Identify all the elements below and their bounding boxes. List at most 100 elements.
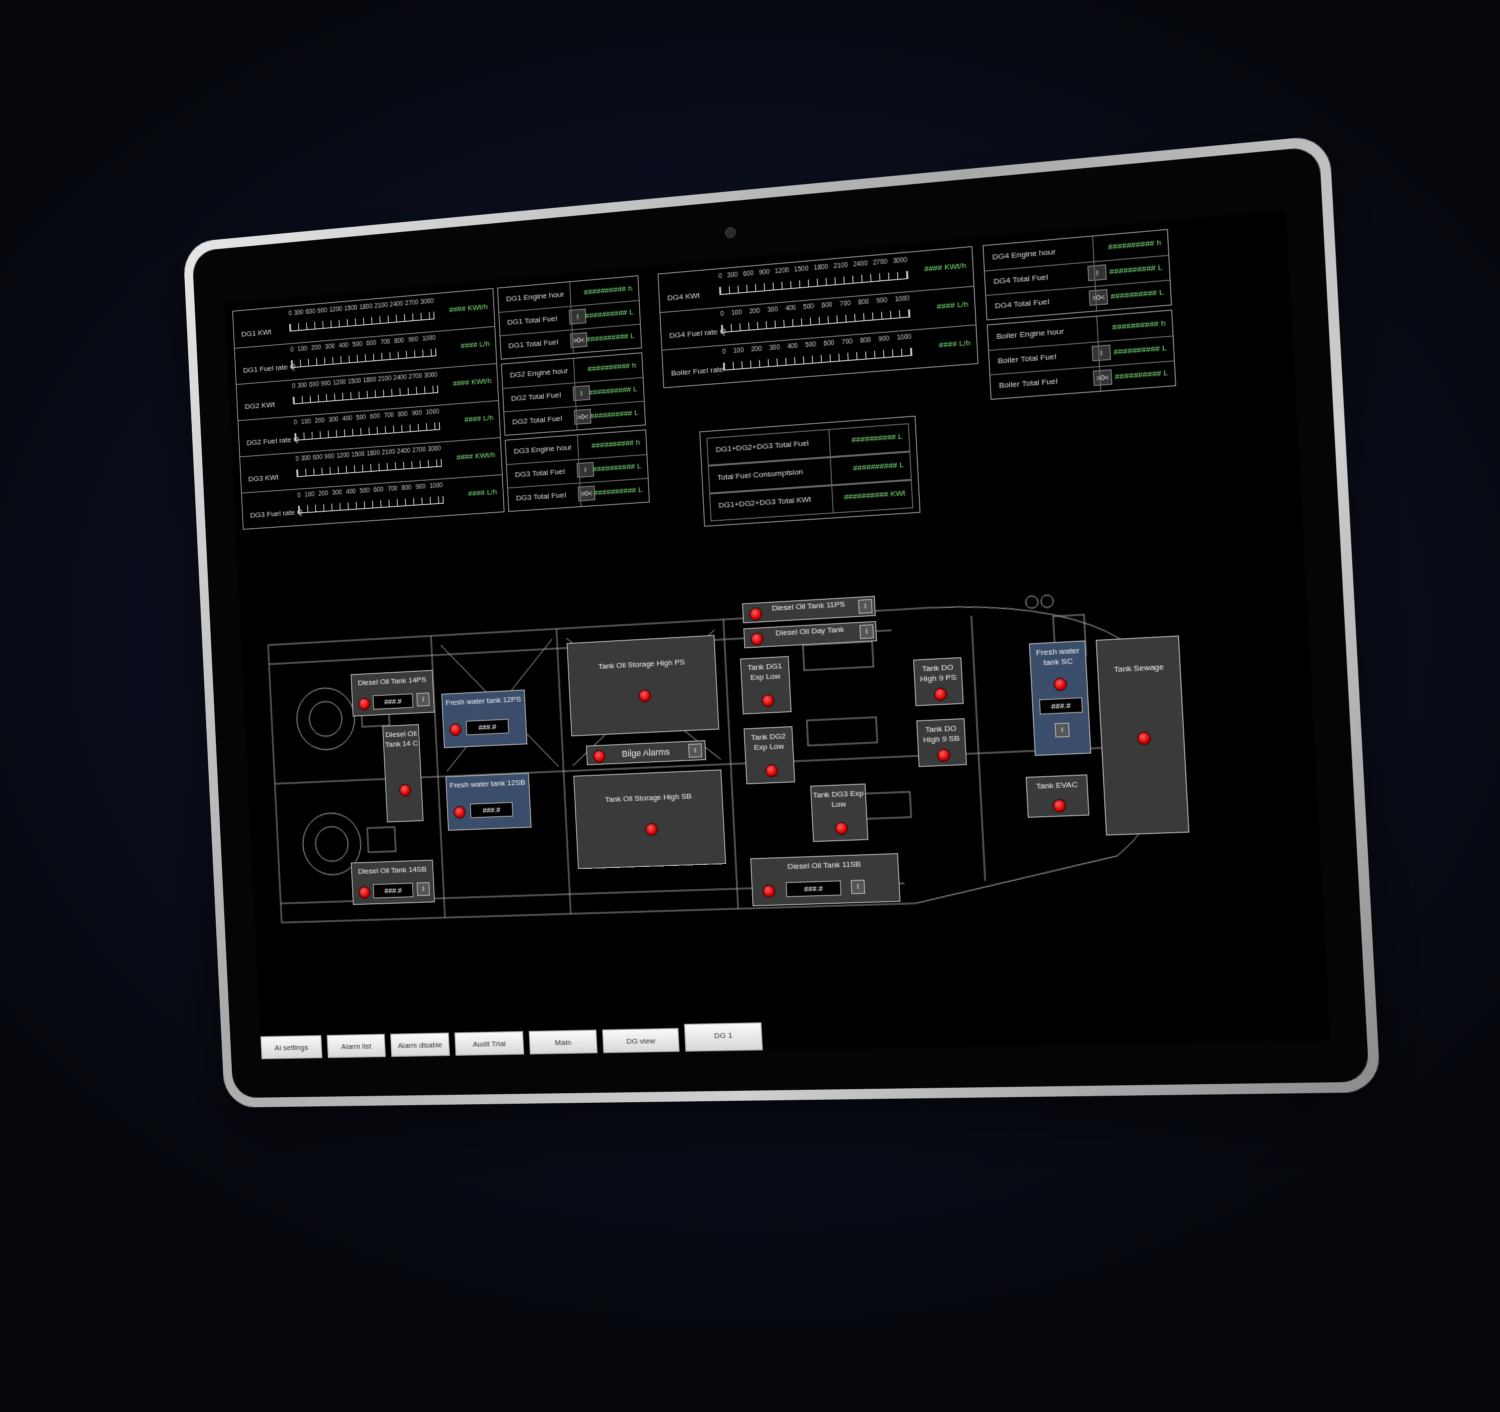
gauge-tick-label: 1000 bbox=[422, 335, 436, 343]
total-value: ########## KWt bbox=[831, 481, 912, 512]
info-button[interactable]: i bbox=[416, 692, 430, 706]
summary-label: DG1 Total Fuel bbox=[508, 337, 558, 350]
gauge-tick-label: 300 bbox=[727, 272, 738, 280]
gauge-tick-label: 800 bbox=[398, 411, 408, 419]
gauge-label: DG1 KWt bbox=[241, 328, 271, 339]
gauge-reading: #### L/h bbox=[468, 487, 497, 498]
gauge-tick-label: 700 bbox=[384, 412, 394, 420]
tank-fresh-12ps[interactable]: Fresh water tank 12PS ###.# bbox=[441, 690, 527, 749]
alarm-indicator bbox=[934, 687, 948, 701]
gauge-reading: #### L/h bbox=[464, 413, 493, 424]
gauge-tick-label: 700 bbox=[842, 338, 853, 346]
gauge-tick-label: 0 bbox=[292, 383, 296, 390]
summary-value: ########## L bbox=[1095, 280, 1171, 311]
gauge-tick-label: 600 bbox=[305, 308, 315, 316]
gauge-tick-label: 900 bbox=[324, 453, 334, 460]
gauge-tick-label: 900 bbox=[317, 307, 327, 315]
gauge-tick-label: 3000 bbox=[893, 257, 908, 265]
gauge-tick-label: 1500 bbox=[348, 378, 361, 386]
alarm-indicator bbox=[1053, 677, 1067, 691]
summary-label: Boiler Engine hour bbox=[996, 327, 1064, 342]
gauge-label: Boiler Fuel rate bbox=[671, 365, 724, 378]
gauge-tick-label: 1200 bbox=[333, 379, 346, 387]
gauge-bar bbox=[294, 422, 440, 441]
tank-diesel-14sb[interactable]: Diesel Oil Tank 14SB ###.# i bbox=[351, 860, 435, 905]
dg2-summary-table: DG2 Engine hour########## hDG2 Total Fue… bbox=[501, 352, 646, 436]
gauge-tick-label: 400 bbox=[342, 415, 352, 422]
info-button[interactable]: i bbox=[688, 743, 702, 758]
info-button[interactable]: i bbox=[417, 882, 431, 896]
gauge-tick-label: 3000 bbox=[428, 445, 442, 453]
gauge-tick-label: 2100 bbox=[378, 375, 392, 383]
gauge-tick-label: 200 bbox=[315, 417, 325, 424]
gauge-tick-label: 1000 bbox=[897, 334, 912, 342]
gauge-tick-label: 100 bbox=[301, 418, 311, 425]
summary-label: DG3 Total Fuel bbox=[515, 467, 565, 479]
gauge-tick-label: 400 bbox=[787, 343, 798, 351]
gauge-bar bbox=[296, 459, 442, 477]
summary-value: ########## L bbox=[579, 478, 649, 506]
total-label: DG1+DG2+DG3 Total KWt bbox=[718, 495, 811, 510]
gauge-tick-label: 0 bbox=[288, 310, 292, 317]
gauge-scale: 01002003004005006007008009001000 bbox=[297, 482, 444, 519]
alarm-indicator bbox=[937, 748, 951, 762]
tank-oil-storage-ps[interactable]: Tank Oil Storage High PS bbox=[567, 635, 720, 736]
bottom-tab-bar: AI settingsAlarm listAlarm disableAudit … bbox=[260, 1009, 1330, 1060]
boiler-summary-table: Boiler Engine hour########## hBoiler Tot… bbox=[987, 310, 1177, 400]
gauge-label: DG4 Fuel rate Q bbox=[669, 327, 726, 341]
tank-fresh-sc[interactable]: Fresh water tank SC ###.# i bbox=[1029, 640, 1091, 756]
tank-sewage[interactable]: Tank Sewage bbox=[1096, 635, 1190, 835]
gauge-tick-label: 600 bbox=[313, 454, 323, 461]
tank-dg3-exp-low[interactable]: Tank DG3 Exp Low bbox=[810, 783, 868, 842]
info-button[interactable]: i bbox=[1055, 723, 1070, 738]
gauge-tick-label: 300 bbox=[301, 455, 311, 462]
tab-alarm-list[interactable]: Alarm list bbox=[327, 1034, 386, 1058]
tank-value: ###.# bbox=[373, 883, 414, 899]
alarm-indicator bbox=[449, 723, 462, 736]
info-button[interactable]: i bbox=[859, 624, 874, 639]
gauge-tick-label: 2700 bbox=[409, 373, 423, 381]
gauge-label: DG3 Fuel rate Q bbox=[250, 508, 303, 520]
tab-dg-view[interactable]: DG view bbox=[602, 1028, 680, 1053]
gauge-tick-label: 0 bbox=[290, 347, 294, 354]
tank-do-high-9sb[interactable]: Tank DO High 9 SB bbox=[916, 718, 967, 767]
gauge-label: DG4 KWt bbox=[667, 291, 700, 303]
tank-diesel-14c[interactable]: Diesel Oil Tank 14 C bbox=[382, 724, 423, 822]
gauge-scale: 03006009001200150018002100240027003000 bbox=[296, 445, 443, 482]
dg4-summary-table: DG4 Engine hour########## hDG4 Total Fue… bbox=[983, 229, 1172, 321]
tank-oil-storage-sb[interactable]: Tank Oil Storage High SB bbox=[573, 769, 726, 869]
summary-label: DG2 Total Fuel bbox=[511, 390, 561, 403]
tab-alarm-disable[interactable]: Alarm disable bbox=[390, 1033, 450, 1057]
alarm-indicator bbox=[593, 750, 606, 763]
tank-dg1-exp-low[interactable]: Tank DG1 Exp Low bbox=[740, 656, 792, 714]
tank-diesel-14ps[interactable]: Diesel Oil Tank 14PS ###.# i bbox=[351, 670, 435, 717]
gauge-tick-label: 900 bbox=[412, 410, 422, 418]
alarm-indicator bbox=[765, 764, 778, 778]
gauge-reading: #### L/h bbox=[937, 299, 969, 311]
tank-fresh-12sb[interactable]: Fresh water tank 12SB ###.# bbox=[445, 773, 531, 831]
gauge-label: DG3 KWt bbox=[248, 473, 279, 484]
gauge-tick-label: 500 bbox=[805, 341, 816, 349]
gauge-tick-label: 300 bbox=[325, 343, 335, 351]
tank-diesel-11sb[interactable]: Diesel Oil Tank 11SB ###.# i bbox=[750, 853, 900, 906]
gauge-tick-label: 2700 bbox=[405, 299, 419, 307]
tank-evac[interactable]: Tank EVAC bbox=[1026, 774, 1090, 817]
gauge-scale: 01002003004005006007008009001000 bbox=[290, 335, 437, 374]
alarm-indicator bbox=[638, 689, 651, 702]
tab-dg-1[interactable]: DG 1 bbox=[684, 1022, 763, 1051]
alarm-indicator bbox=[835, 822, 849, 836]
gauge-tick-label: 400 bbox=[339, 342, 349, 350]
tank-do-high-9ps[interactable]: Tank DO High 9 PS bbox=[913, 657, 964, 706]
tab-ai-settings[interactable]: AI settings bbox=[260, 1035, 322, 1059]
gauge-tick-label: 3000 bbox=[420, 298, 434, 306]
info-button[interactable]: i bbox=[851, 880, 866, 895]
tab-main[interactable]: Main bbox=[529, 1030, 598, 1055]
info-button[interactable]: i bbox=[858, 599, 873, 614]
gauge-tick-label: 0 bbox=[718, 273, 722, 280]
summary-label: DG4 Engine hour bbox=[992, 247, 1056, 262]
gauge-tick-label: 2700 bbox=[873, 259, 888, 267]
gauge-tick-label: 900 bbox=[759, 269, 770, 277]
gauge-tick-label: 2100 bbox=[833, 262, 848, 270]
tank-dg2-exp-low[interactable]: Tank DG2 Exp Low bbox=[744, 726, 796, 784]
tab-audit-trial[interactable]: Audit Trial bbox=[454, 1031, 524, 1056]
